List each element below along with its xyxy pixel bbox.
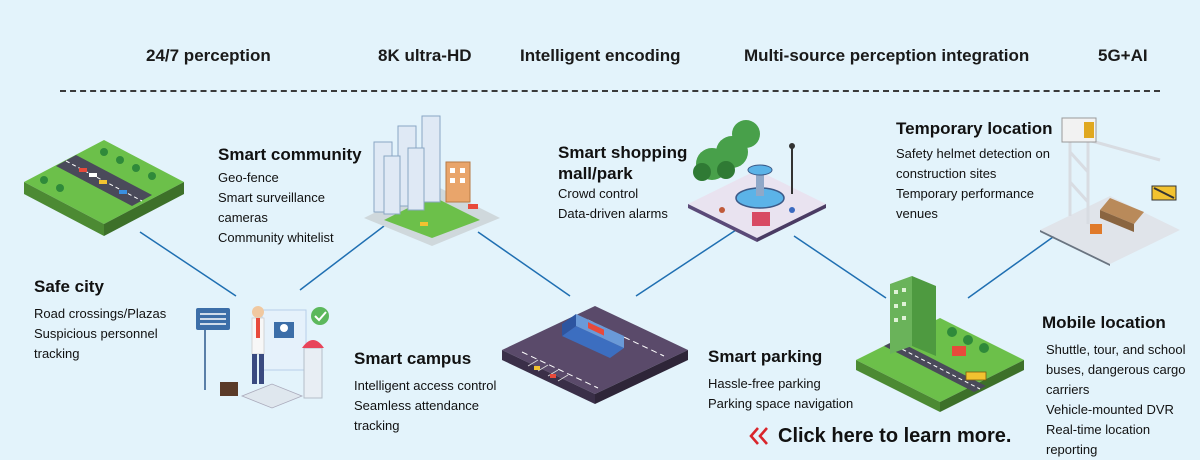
smart-shopping-description: Crowd control Data-driven alarms [558, 184, 668, 224]
temporary-location-line: Temporary performance [896, 186, 1034, 201]
safe-city-line: tracking [34, 346, 80, 361]
temporary-location-title: Temporary location [896, 119, 1053, 138]
safe-city-line: Road crossings/Plazas [34, 306, 167, 321]
temporary-location-line: construction sites [896, 166, 997, 181]
smart-community-line: cameras [218, 210, 268, 225]
temporary-location-illustration [1040, 117, 1180, 266]
mobile-location-line: Real-time location [1046, 422, 1151, 437]
smart-shopping-title-line: Smart shopping [558, 143, 688, 162]
smart-parking-title: Smart parking [708, 347, 823, 366]
mobile-location-line: Vehicle-mounted DVR [1046, 402, 1174, 417]
temporary-location-line: Safety helmet detection on [896, 146, 1050, 161]
feature-multi-source-perception: Multi-source perception integration [744, 46, 1030, 65]
mobile-location-description: Shuttle, tour, and school buses, dangero… [1046, 340, 1185, 460]
safe-city-title: Safe city [34, 277, 104, 296]
smart-campus-title: Smart campus [354, 349, 472, 368]
safe-city-description: Road crossings/Plazas Suspicious personn… [34, 304, 166, 364]
smart-community-illustration [364, 115, 500, 246]
smart-campus-line: Intelligent access control [354, 378, 497, 393]
mobile-location-line: carriers [1046, 382, 1090, 397]
mobile-location-line: buses, dangerous cargo [1046, 362, 1186, 377]
smart-community-title: Smart community [218, 145, 362, 164]
mobile-location-line: reporting [1046, 442, 1098, 457]
safe-city-illustration [24, 140, 184, 236]
feature-8k-ultra-hd: 8K ultra-HD [378, 46, 472, 65]
mobile-location-title: Mobile location [1042, 313, 1166, 332]
smart-shopping-title-line: mall/park [558, 164, 633, 183]
temporary-location-line: venues [896, 206, 938, 221]
feature-5g-ai: 5G+AI [1098, 46, 1148, 65]
smart-campus-line: tracking [354, 418, 400, 433]
mobile-location-illustration [856, 276, 1024, 412]
learn-more-link[interactable]: Click here to learn more. [748, 422, 1011, 450]
smart-shopping-title: Smart shopping mall/park [558, 142, 687, 184]
smart-parking-line: Parking space navigation [708, 396, 854, 411]
mobile-location-line: Shuttle, tour, and school [1046, 342, 1186, 357]
temporary-location-description: Safety helmet detection on construction … [896, 144, 1050, 224]
smart-community-line: Geo-fence [218, 170, 279, 185]
smart-community-line: Smart surveillance [218, 190, 325, 205]
smart-community-description: Geo-fence Smart surveillance cameras Com… [218, 168, 334, 248]
smart-shopping-line: Data-driven alarms [558, 206, 668, 221]
feature-24-7-perception: 24/7 perception [146, 46, 271, 65]
safe-city-line: Suspicious personnel [34, 326, 158, 341]
smart-shopping-illustration [688, 120, 826, 242]
smart-parking-illustration [502, 306, 688, 404]
dashed-divider [60, 90, 1160, 92]
smart-shopping-line: Crowd control [558, 186, 639, 201]
smart-campus-line: Seamless attendance [354, 398, 480, 413]
smart-campus-illustration [196, 306, 329, 409]
feature-intelligent-encoding: Intelligent encoding [520, 46, 681, 65]
smart-parking-description: Hassle-free parking Parking space naviga… [708, 374, 853, 414]
smart-community-line: Community whitelist [218, 230, 334, 245]
double-chevron-left-icon [749, 427, 768, 445]
smart-parking-line: Hassle-free parking [708, 376, 821, 391]
smart-campus-description: Intelligent access control Seamless atte… [354, 376, 496, 436]
learn-more-label: Click here to learn more. [778, 424, 1012, 447]
